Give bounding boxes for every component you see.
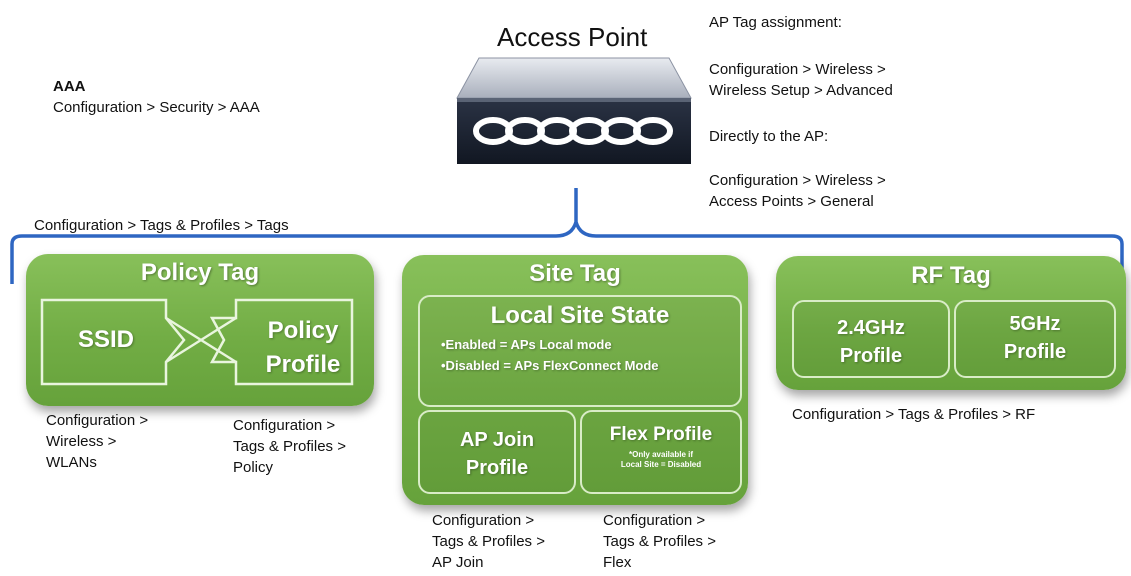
profile-24ghz-box	[792, 300, 950, 378]
ap-tag-assignment-heading: AP Tag assignment:	[709, 14, 842, 31]
rf-tag-title: RF Tag	[911, 262, 991, 289]
ssid-config-path: Configuration > Wireless > WLANs	[46, 412, 149, 471]
tags-path-label: Configuration > Tags & Profiles > Tags	[34, 217, 289, 234]
ssid-label: SSID	[77, 326, 134, 353]
policy-config-path: Configuration > Tags & Profiles > Policy	[233, 417, 346, 476]
ap-tag-assignment-path-2: Configuration > Wireless > Access Points…	[709, 172, 886, 210]
access-point-title: Access Point	[497, 22, 648, 52]
policy-tag-box: Policy Tag	[26, 254, 374, 406]
rf-config-path: Configuration > Tags & Profiles > RF	[792, 406, 1036, 423]
rf-tag-box: RF Tag	[776, 256, 1126, 390]
ssid-policy-cross-arrow-icon	[40, 298, 354, 386]
profile-5ghz-label: 5GHz Profile	[1003, 313, 1067, 363]
site-tag-title: Site Tag	[529, 260, 621, 287]
aaa-path: Configuration > Security > AAA	[53, 99, 260, 116]
local-site-state-box	[418, 295, 742, 407]
local-site-state-label: Local Site State	[490, 302, 670, 329]
profile-24ghz-label: 2.4GHz Profile	[837, 317, 905, 367]
directly-to-ap-heading: Directly to the AP:	[709, 128, 829, 145]
aaa-heading: AAA	[53, 78, 86, 95]
ap-join-config-path: Configuration > Tags & Profiles > AP Joi…	[432, 512, 545, 571]
ap-join-profile-box	[418, 410, 576, 494]
access-point-device-icon	[456, 57, 692, 164]
ap-join-profile-label: AP Join Profile	[459, 429, 535, 479]
ap-tag-assignment-path-1: Configuration > Wireless > Wireless Setu…	[709, 61, 893, 99]
flex-profile-label: Flex Profile	[609, 424, 713, 445]
profile-5ghz-box	[954, 300, 1116, 378]
flex-profile-box	[580, 410, 742, 494]
flex-profile-note: *Only available if Local Site = Disabled	[620, 450, 702, 469]
policy-profile-label: Policy Profile	[265, 317, 341, 378]
policy-tag-title: Policy Tag	[140, 259, 260, 286]
local-site-disabled-bullet: •Disabled = APs FlexConnect Mode	[441, 358, 659, 373]
flex-config-path: Configuration > Tags & Profiles > Flex	[603, 512, 716, 571]
local-site-enabled-bullet: •Enabled = APs Local mode	[441, 337, 612, 352]
tag-bracket-connector	[10, 188, 1124, 284]
